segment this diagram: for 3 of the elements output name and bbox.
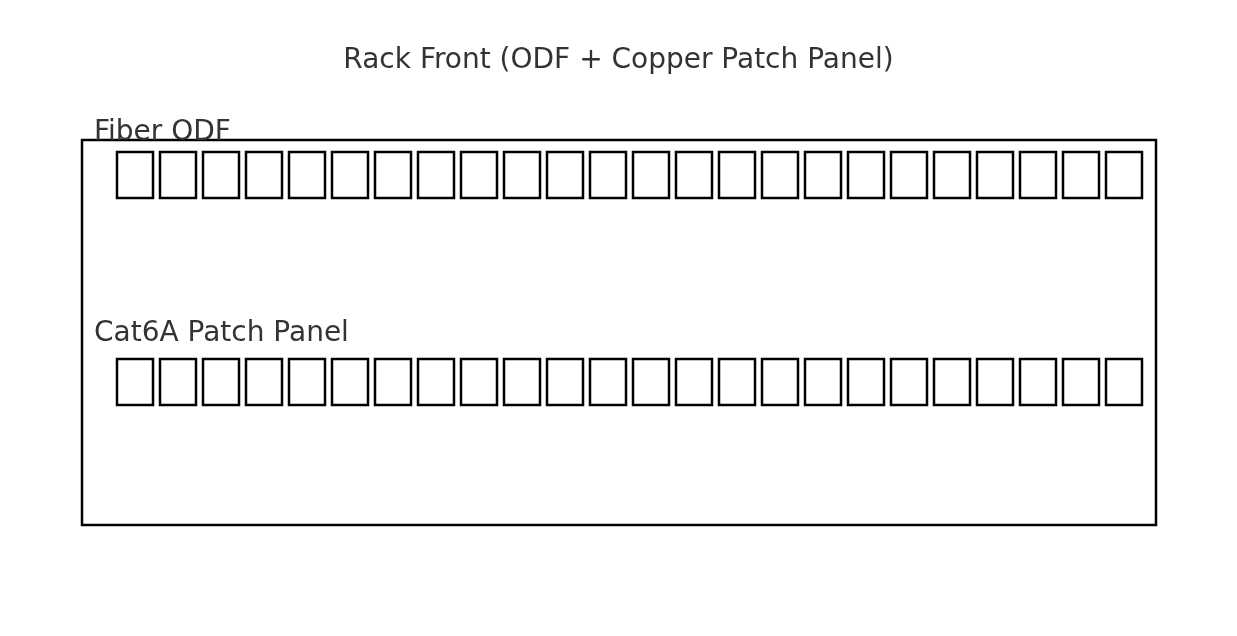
panel-label: Fiber ODF (94, 114, 231, 148)
panel-label: Cat6A Patch Panel (94, 315, 349, 349)
diagram-title: Rack Front (ODF + Copper Patch Panel) (343, 42, 894, 76)
